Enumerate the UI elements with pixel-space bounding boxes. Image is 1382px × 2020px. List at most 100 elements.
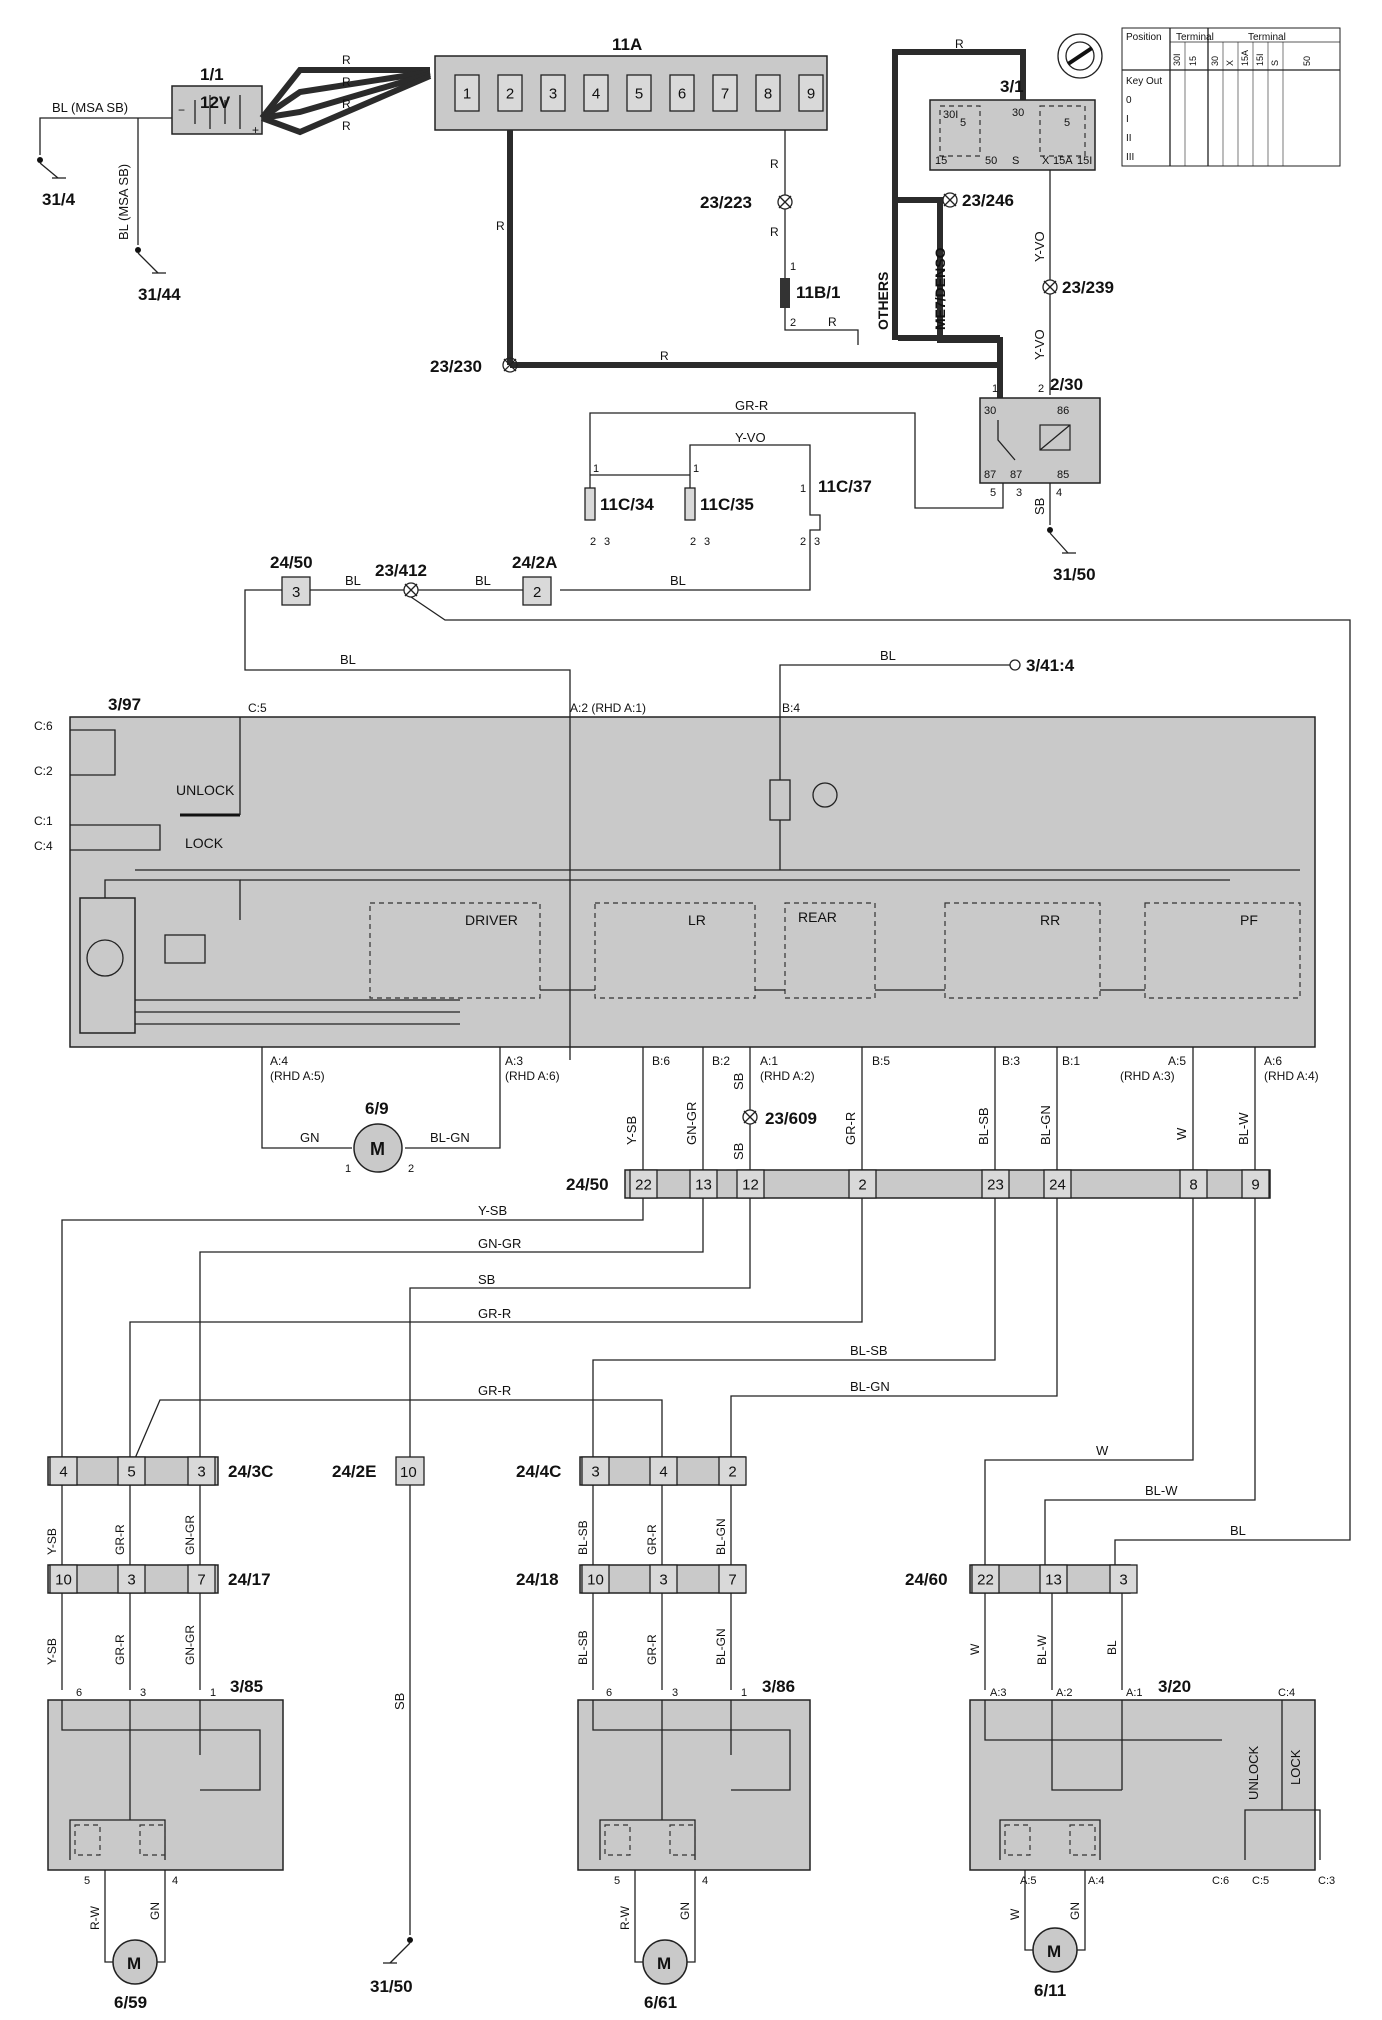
svg-text:11C/37: 11C/37 [818, 477, 872, 496]
svg-text:3: 3 [292, 584, 300, 601]
wire-label-r-7: R [770, 225, 779, 239]
svg-text:11C/34: 11C/34 [600, 495, 654, 514]
wire-label-bl-4: BL [340, 652, 356, 667]
connector-24-4c-pin-label: 3 [591, 1464, 599, 1481]
wire-label-bl-msa-vert: BL (MSA SB) [116, 164, 131, 240]
key-table-position: Position [1126, 32, 1162, 43]
unlock-label: UNLOCK [176, 782, 235, 798]
wire-label-blgn-d: BL-GN [714, 1628, 728, 1665]
svg-text:C:5: C:5 [248, 701, 267, 715]
wire-label-gn-69: GN [300, 1130, 320, 1145]
svg-text:6/59: 6/59 [114, 1993, 147, 2012]
ground-31-50-a: 31/50 [1053, 565, 1096, 584]
connector-24-3c-pin-box [49, 1456, 78, 1486]
connector-24-60-pin-box [971, 1564, 1000, 1594]
connector-24-50-pin-box [736, 1169, 765, 1199]
key-table-col: 30 [1210, 56, 1220, 66]
connector-24-50-pin-box [981, 1169, 1010, 1199]
fusebox-pin-label: 3 [549, 86, 557, 103]
ign-pin-30i: 30I [943, 109, 958, 121]
connector-24-4c-pin-label: 2 [728, 1464, 736, 1481]
fusebox-pin-box [669, 74, 695, 112]
splice-23-246: 23/246 [962, 191, 1014, 210]
svg-text:2: 2 [408, 1163, 414, 1175]
wire-label-w-a: W [1174, 1127, 1189, 1140]
connector-24-50-pin-label: 22 [635, 1177, 652, 1194]
ign-pin-15a: 15A [1053, 155, 1073, 167]
svg-text:A:1: A:1 [1126, 1687, 1143, 1699]
key-table-col: 15I [1255, 53, 1265, 66]
ign-pin-15: 15 [935, 155, 947, 167]
connector-24-18-pin-box [649, 1564, 678, 1594]
wire-label-r-8: R [828, 315, 837, 329]
connector-24-18-pin-label: 10 [587, 1572, 604, 1589]
svg-text:(RHD A:4): (RHD A:4) [1264, 1069, 1319, 1083]
fusebox-pin-label: 8 [764, 86, 772, 103]
wire-label-me7: ME7/DENSO [932, 247, 948, 330]
wire-label-sb-a: SB [731, 1073, 746, 1090]
svg-text:3: 3 [814, 536, 820, 548]
svg-text:B:1: B:1 [1062, 1054, 1080, 1068]
connector-24-50-pin-label: 2 [858, 1177, 866, 1194]
ground-31-50-b: 31/50 [370, 1977, 413, 1996]
wire-label-r-10: R [660, 349, 669, 363]
connector-24-50-top: 3 24/50 [270, 553, 313, 606]
svg-text:A:3: A:3 [505, 1054, 523, 1068]
fusebox-pin-label: 5 [635, 86, 643, 103]
wire-label-yvo-2: Y-VO [1032, 329, 1047, 360]
wire-label-bl-1: BL [345, 573, 361, 588]
wire-label-grr-b: GR-R [478, 1306, 511, 1321]
battery-id: 1/1 [200, 65, 224, 84]
door-module-3-85: 3/85 6 3 1 5 4 [47, 1677, 284, 1887]
section-driver: DRIVER [465, 912, 518, 928]
motor-6-61: M 6/61 [642, 1939, 688, 2012]
wire-label-blgn-69: BL-GN [430, 1130, 470, 1145]
relay-2-30: 2/30 1 2 30 86 87 87 85 5 3 4 [979, 375, 1101, 499]
key-table-row: III [1126, 152, 1134, 163]
wire-label-grr-e: GR-R [645, 1524, 659, 1555]
connector-24-60-pin-box [1109, 1564, 1138, 1594]
svg-text:1: 1 [800, 483, 806, 495]
key-table-row: 0 [1126, 95, 1132, 106]
wire-label-blgn-b: BL-GN [850, 1379, 890, 1394]
connector-24-50-pin-label: 24 [1049, 1177, 1066, 1194]
svg-text:24/2A: 24/2A [512, 553, 557, 572]
relay-30: 30 [984, 405, 996, 417]
motor-6-11: M 6/11 [1032, 1927, 1078, 2000]
relay-85: 85 [1057, 469, 1069, 481]
splice-23-230: 23/230 [430, 357, 482, 376]
wire-label-blw-b: BL-W [1145, 1483, 1178, 1498]
connector-24-2e: 10 24/2E [332, 1456, 425, 1486]
wire-label-bl-2: BL [475, 573, 491, 588]
fusebox-pin-box [540, 74, 566, 112]
svg-text:(RHD A:2): (RHD A:2) [760, 1069, 815, 1083]
wire-label-blsb-c: BL-SB [576, 1520, 590, 1555]
svg-text:A:2: A:2 [1056, 1687, 1073, 1699]
svg-text:6: 6 [76, 1687, 82, 1699]
ground-31-44: 31/44 [138, 285, 181, 304]
splice-23-223: 23/223 [700, 193, 752, 212]
key-table-col: S [1270, 60, 1280, 66]
wire-label-bl-5: BL [880, 648, 896, 663]
connector-24-17-pin-box [117, 1564, 146, 1594]
wire-label-bl-3: BL [670, 573, 686, 588]
wire-label-blsb-b: BL-SB [850, 1343, 888, 1358]
svg-text:3: 3 [140, 1687, 146, 1699]
fuse-11c-37: 11C/37 1 2 3 [800, 477, 872, 560]
svg-text:A:4: A:4 [270, 1054, 288, 1068]
svg-text:B:3: B:3 [1002, 1054, 1020, 1068]
wire-label-sb-c: SB [478, 1272, 495, 1287]
svg-text:6/11: 6/11 [1034, 1981, 1066, 2000]
wire-label-blw-a: BL-W [1236, 1112, 1251, 1145]
ign-pin-5a: 5 [960, 117, 966, 129]
ign-pin-s: S [1012, 155, 1019, 167]
key-table-row: I [1126, 114, 1129, 125]
wire-label-w-b: W [1096, 1443, 1109, 1458]
wire-label-blsb-a: BL-SB [976, 1107, 991, 1145]
wire-label-sb-d: SB [392, 1693, 407, 1710]
connector-24-50-pin-label: 12 [742, 1177, 759, 1194]
wire-label-gngr-c: GN-GR [183, 1515, 197, 1555]
fuse-11c-35: 11C/35 1 2 3 [684, 463, 754, 548]
